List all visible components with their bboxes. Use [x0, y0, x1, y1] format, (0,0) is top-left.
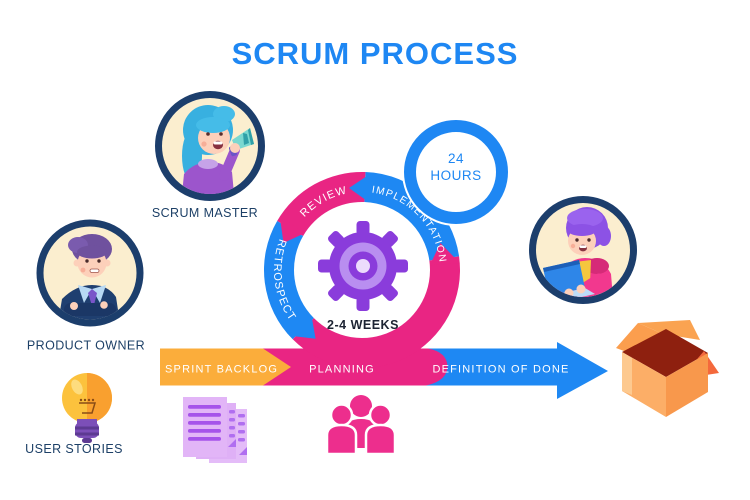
retrospect-segment: [263, 221, 314, 340]
team-icon: [325, 395, 397, 456]
cycle-chevron-bottom: [289, 315, 316, 339]
user-stories-label: USER STORIES: [25, 442, 123, 456]
sprint-segment: [292, 256, 461, 369]
documents-icon: [183, 397, 247, 463]
planning-label: PLANNING: [309, 364, 375, 376]
cycle-chevron-top: [349, 172, 373, 203]
badge-ring: [404, 120, 508, 224]
badge-value: 24: [448, 151, 464, 166]
product-owner-avatar: [36, 219, 144, 327]
open-box-icon: [616, 320, 719, 417]
sprint-backlog-label: SPRINT BACKLOG: [165, 364, 278, 376]
scrum-master-avatar: [155, 91, 265, 201]
gear-icon: [318, 221, 408, 311]
sprint-backlog-bar: [160, 348, 291, 386]
lightbulb-icon: [62, 373, 112, 443]
daily-cycle-badge: 24 HOURS: [402, 118, 510, 226]
definition-of-done-arrow: [420, 342, 608, 399]
sprint-duration-label: 2-4 WEEKS: [327, 318, 399, 332]
developer-avatar: [529, 196, 637, 304]
definition-of-done-label: DEFINITION OF DONE: [432, 364, 569, 376]
cycle-chevron-right: [429, 242, 460, 266]
product-owner-label: PRODUCT OWNER: [27, 339, 145, 353]
review-segment: [277, 172, 366, 236]
badge-unit: HOURS: [430, 168, 481, 183]
page-title: SCRUM PROCESS: [231, 36, 519, 71]
scrum-master-label: SCRUM MASTER: [152, 206, 258, 220]
scrum-cycle-ring: [263, 172, 461, 369]
cycle-chevron-left: [279, 216, 305, 243]
implementation-segment: [364, 172, 460, 261]
